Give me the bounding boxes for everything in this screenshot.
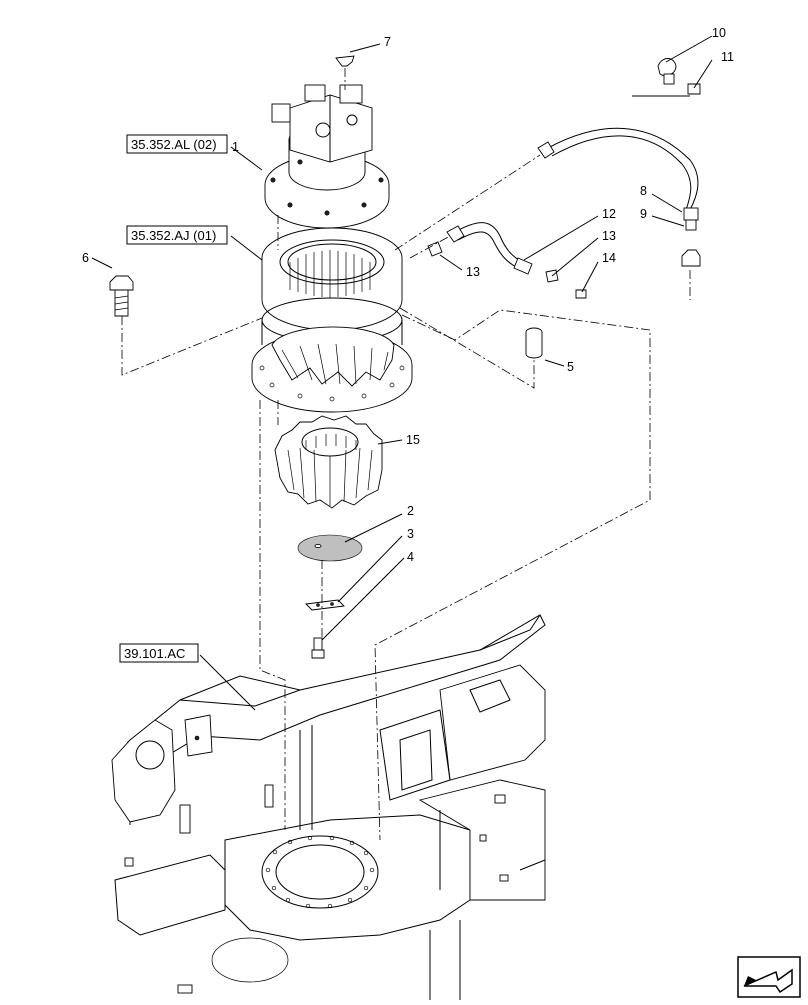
callout-15: 15 bbox=[406, 433, 420, 447]
tube-part-12 bbox=[446, 222, 533, 275]
ref-label-swing-reducer: 35.352.AJ (01) bbox=[131, 228, 216, 243]
callout-13-right: 13 bbox=[602, 229, 616, 243]
callout-numbers: 1 2 3 4 5 6 7 8 9 10 11 12 13 13 14 15 bbox=[82, 26, 734, 564]
next-page-arrow-icon[interactable] bbox=[737, 956, 801, 998]
ref-label-swing-motor: 35.352.AL (02) bbox=[131, 137, 217, 152]
callout-13-left: 13 bbox=[466, 265, 480, 279]
ref-label-frame: 39.101.AC bbox=[124, 646, 185, 661]
callout-11: 11 bbox=[721, 50, 734, 64]
fitting-parts-13-14 bbox=[427, 241, 587, 299]
lock-plate-part-3 bbox=[305, 599, 345, 611]
bolt-part-6 bbox=[109, 275, 134, 317]
clamp-parts-10-11 bbox=[632, 58, 701, 97]
ref-box-swing-reducer[interactable]: 35.352.AJ (01) bbox=[126, 225, 228, 245]
callout-7: 7 bbox=[384, 35, 391, 49]
callout-6: 6 bbox=[82, 251, 89, 265]
callout-9: 9 bbox=[640, 207, 647, 221]
callout-8: 8 bbox=[640, 184, 647, 198]
callout-2: 2 bbox=[407, 504, 414, 518]
upper-frame bbox=[111, 614, 546, 1000]
callout-5: 5 bbox=[567, 360, 574, 374]
callout-1: 1 bbox=[232, 140, 239, 154]
pinion-gear-part-15 bbox=[274, 415, 383, 509]
callout-4: 4 bbox=[407, 550, 414, 564]
hose-parts-8-9 bbox=[537, 127, 701, 267]
ref-box-swing-motor[interactable]: 35.352.AL (02) bbox=[126, 134, 228, 154]
callout-leaders bbox=[91, 35, 713, 711]
callout-10: 10 bbox=[712, 26, 726, 40]
bolt-part-4 bbox=[311, 637, 325, 659]
callout-14: 14 bbox=[602, 251, 616, 265]
assembly-center-lines bbox=[121, 68, 691, 841]
swing-reducer-ring bbox=[251, 227, 413, 413]
plug-part-7 bbox=[335, 55, 355, 67]
swing-motor-part-1 bbox=[264, 84, 390, 229]
pin-part-5 bbox=[525, 327, 543, 359]
ref-box-frame[interactable]: 39.101.AC bbox=[119, 643, 199, 663]
callout-12: 12 bbox=[602, 207, 616, 221]
deck-bolt-holes bbox=[265, 835, 375, 909]
callout-3: 3 bbox=[407, 527, 414, 541]
